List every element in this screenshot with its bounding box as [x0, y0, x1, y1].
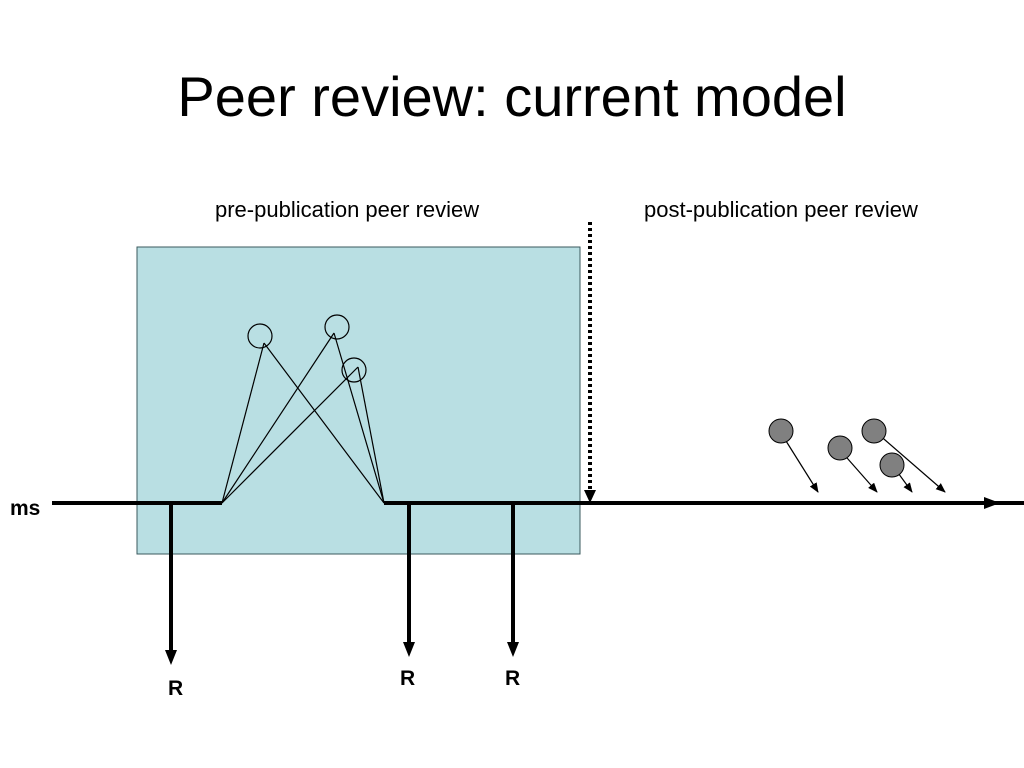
- review-label-1: R: [168, 677, 184, 700]
- timeline-arrowhead: [984, 497, 1000, 509]
- post-reviewer-circle: [827, 435, 853, 461]
- pre-publication-label: pre-publication peer review: [215, 197, 480, 222]
- review-output-arrowhead: [507, 642, 519, 657]
- slide-title: Peer review: current model: [177, 65, 847, 128]
- reviewer-circle: [324, 314, 350, 340]
- review-output-arrowhead: [403, 642, 415, 657]
- review-output-arrowhead: [165, 650, 177, 665]
- reviewer-circle: [341, 357, 367, 383]
- post-publication-label: post-publication peer review: [644, 197, 918, 222]
- publication-boundary-arrowhead: [584, 490, 596, 503]
- post-publication-reviewers: [768, 418, 946, 493]
- reviewer-circle: [247, 323, 273, 349]
- review-label-2: R: [400, 667, 416, 690]
- post-reviewer-circle: [768, 418, 794, 444]
- reviewer-paths: [221, 332, 385, 504]
- post-reviewer-circle: [879, 452, 905, 478]
- manuscript-label: ms: [10, 497, 41, 520]
- post-reviewer-circle: [861, 418, 887, 444]
- review-label-3: R: [505, 667, 521, 690]
